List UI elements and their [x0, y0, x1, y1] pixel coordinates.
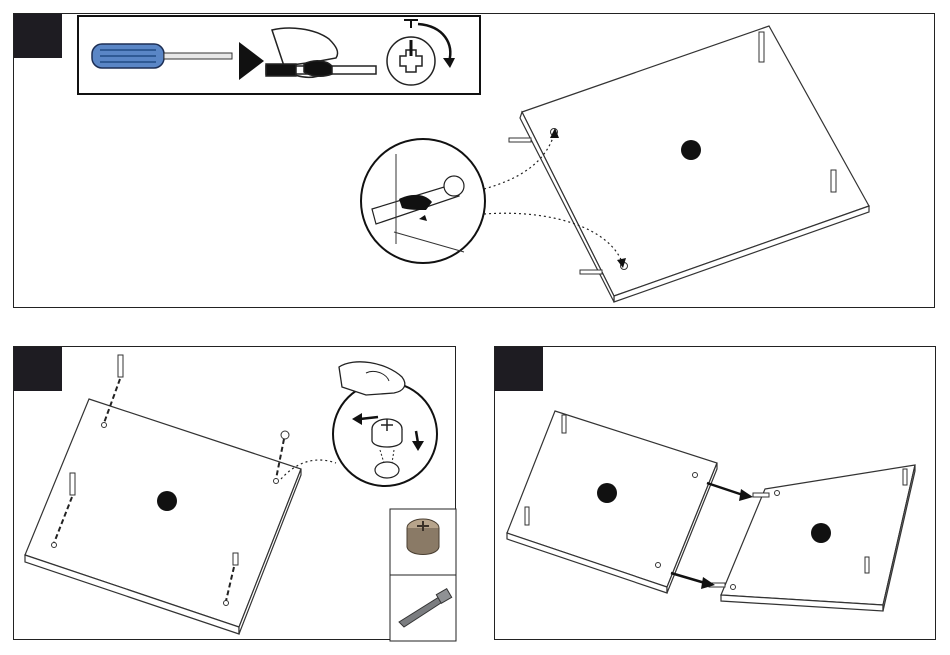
board-center-marker [811, 523, 831, 543]
arrow-right-icon [707, 483, 743, 495]
step-panel-bottom-left [13, 346, 456, 640]
step-panel-top [13, 13, 935, 308]
zoom-detail-circle [361, 139, 485, 263]
cam-lock-icon [407, 519, 439, 555]
step-bottom-left-illustration [14, 347, 457, 641]
board-center-marker [597, 483, 617, 503]
arrow-right-icon [671, 573, 705, 583]
step-bottom-right-illustration [495, 347, 937, 641]
board-panel-top [520, 26, 869, 302]
zoom-detail-circle [333, 362, 437, 486]
board-panel-left [507, 411, 717, 593]
step-panel-bottom-right [494, 346, 936, 640]
board-panel-bottom-left [25, 399, 301, 634]
board-center-marker [157, 491, 177, 511]
cam-lock-icon [281, 431, 289, 439]
step-top-illustration [14, 14, 936, 309]
board-center-marker [681, 140, 701, 160]
